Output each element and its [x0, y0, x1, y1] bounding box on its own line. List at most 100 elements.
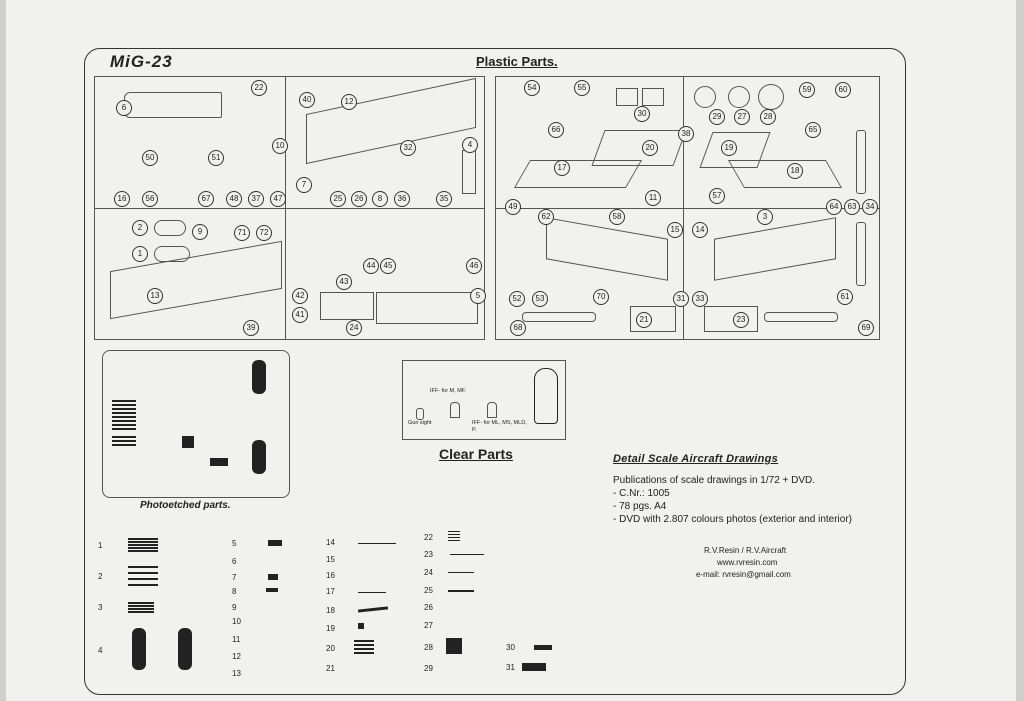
iff-outline [487, 402, 497, 418]
part-number: 20 [642, 140, 658, 156]
part-outline [728, 86, 750, 108]
detail-scale-line3: - 78 pgs. A4 [613, 501, 667, 512]
pe-list-number: 26 [424, 603, 433, 612]
pe-item [358, 592, 386, 593]
pe-list-number: 19 [326, 624, 335, 633]
pe-list-number: 11 [232, 635, 241, 644]
part-outline [462, 150, 476, 194]
part-outline [727, 160, 843, 188]
pe-list-number: 6 [232, 557, 237, 566]
pe-item [358, 543, 396, 544]
pe-list-number: 4 [98, 646, 103, 655]
instruction-sheet: MiG-23 Plastic Parts. 22 6 10 40 12 32 4… [6, 0, 1016, 701]
pe-list-number: 22 [424, 533, 433, 542]
part-number: 6 [116, 100, 132, 116]
part-outline [154, 220, 186, 236]
detail-scale-line4: - DVD with 2.807 colours photos (exterio… [613, 514, 852, 525]
pe-list-number: 2 [98, 572, 103, 581]
part-number: 44 [363, 258, 379, 274]
part-number: 1 [132, 246, 148, 262]
pe-list-number: 30 [506, 643, 515, 652]
pe-seat [132, 628, 146, 670]
part-number: 33 [692, 291, 708, 307]
photoetched-title: Photoetched parts. [140, 500, 231, 511]
part-outline [522, 312, 596, 322]
part-number: 10 [272, 138, 288, 154]
pe-list-number: 21 [326, 664, 335, 673]
part-number: 24 [346, 320, 362, 336]
part-number: 43 [336, 274, 352, 290]
pe-item [358, 623, 364, 629]
pe-item-bars [128, 566, 158, 568]
pe-tab [210, 458, 228, 466]
part-number: 12 [341, 94, 357, 110]
detail-scale-line2: - C.Nr.: 1005 [613, 488, 670, 499]
part-number: 48 [226, 191, 242, 207]
pe-list-number: 15 [326, 555, 335, 564]
pe-list-number: 16 [326, 571, 335, 580]
pe-item [446, 638, 462, 654]
pe-item [534, 645, 552, 650]
part-outline [856, 130, 866, 194]
part-number: 2 [132, 220, 148, 236]
part-number: 40 [299, 92, 315, 108]
pe-list-number: 18 [326, 606, 335, 615]
part-number: 37 [248, 191, 264, 207]
part-number: 35 [436, 191, 452, 207]
pe-list-number: 7 [232, 573, 237, 582]
pe-seat [252, 440, 266, 474]
pe-item [450, 554, 484, 555]
part-number: 65 [805, 122, 821, 138]
part-number: 15 [667, 222, 683, 238]
part-number: 50 [142, 150, 158, 166]
part-number: 9 [192, 224, 208, 240]
part-outline [376, 292, 478, 324]
gun-sight-label: Gun sight [408, 420, 432, 426]
part-outline [642, 88, 664, 106]
part-number: 16 [114, 191, 130, 207]
part-number: 27 [734, 109, 750, 125]
part-number: 64 [826, 199, 842, 215]
part-outline [694, 86, 716, 108]
pe-list-number: 25 [424, 586, 433, 595]
detail-scale-heading: Detail Scale Aircraft Drawings [613, 453, 779, 465]
pe-list-number: 1 [98, 541, 103, 550]
pe-seat [252, 360, 266, 394]
part-outline [856, 222, 866, 286]
part-number: 67 [198, 191, 214, 207]
pe-list-number: 10 [232, 617, 241, 626]
part-number: 52 [509, 291, 525, 307]
pe-square [182, 436, 194, 448]
part-number: 57 [709, 188, 725, 204]
pe-item [354, 640, 374, 642]
pe-item [268, 540, 282, 546]
part-number: 25 [330, 191, 346, 207]
part-number: 41 [292, 307, 308, 323]
part-number: 5 [470, 288, 486, 304]
part-number: 18 [787, 163, 803, 179]
part-outline [764, 312, 838, 322]
part-number: 28 [760, 109, 776, 125]
part-number: 54 [524, 80, 540, 96]
part-number: 56 [142, 191, 158, 207]
iff-outline [450, 402, 460, 418]
part-number: 7 [296, 177, 312, 193]
model-logo: MiG-23 [110, 52, 173, 71]
part-number: 53 [532, 291, 548, 307]
part-number: 42 [292, 288, 308, 304]
part-number: 29 [709, 109, 725, 125]
part-outline [630, 306, 676, 332]
part-number: 36 [394, 191, 410, 207]
pe-list-number: 9 [232, 603, 237, 612]
part-number: 23 [733, 312, 749, 328]
pe-item [448, 531, 460, 532]
part-number: 11 [645, 190, 661, 206]
pe-list-number: 24 [424, 568, 433, 577]
part-number: 58 [609, 209, 625, 225]
plastic-parts-left-panel [94, 76, 485, 340]
pe-item [448, 590, 474, 592]
pe-list-number: 31 [506, 663, 515, 672]
part-outline [758, 84, 784, 110]
part-outline [704, 306, 758, 332]
part-number: 17 [554, 160, 570, 176]
